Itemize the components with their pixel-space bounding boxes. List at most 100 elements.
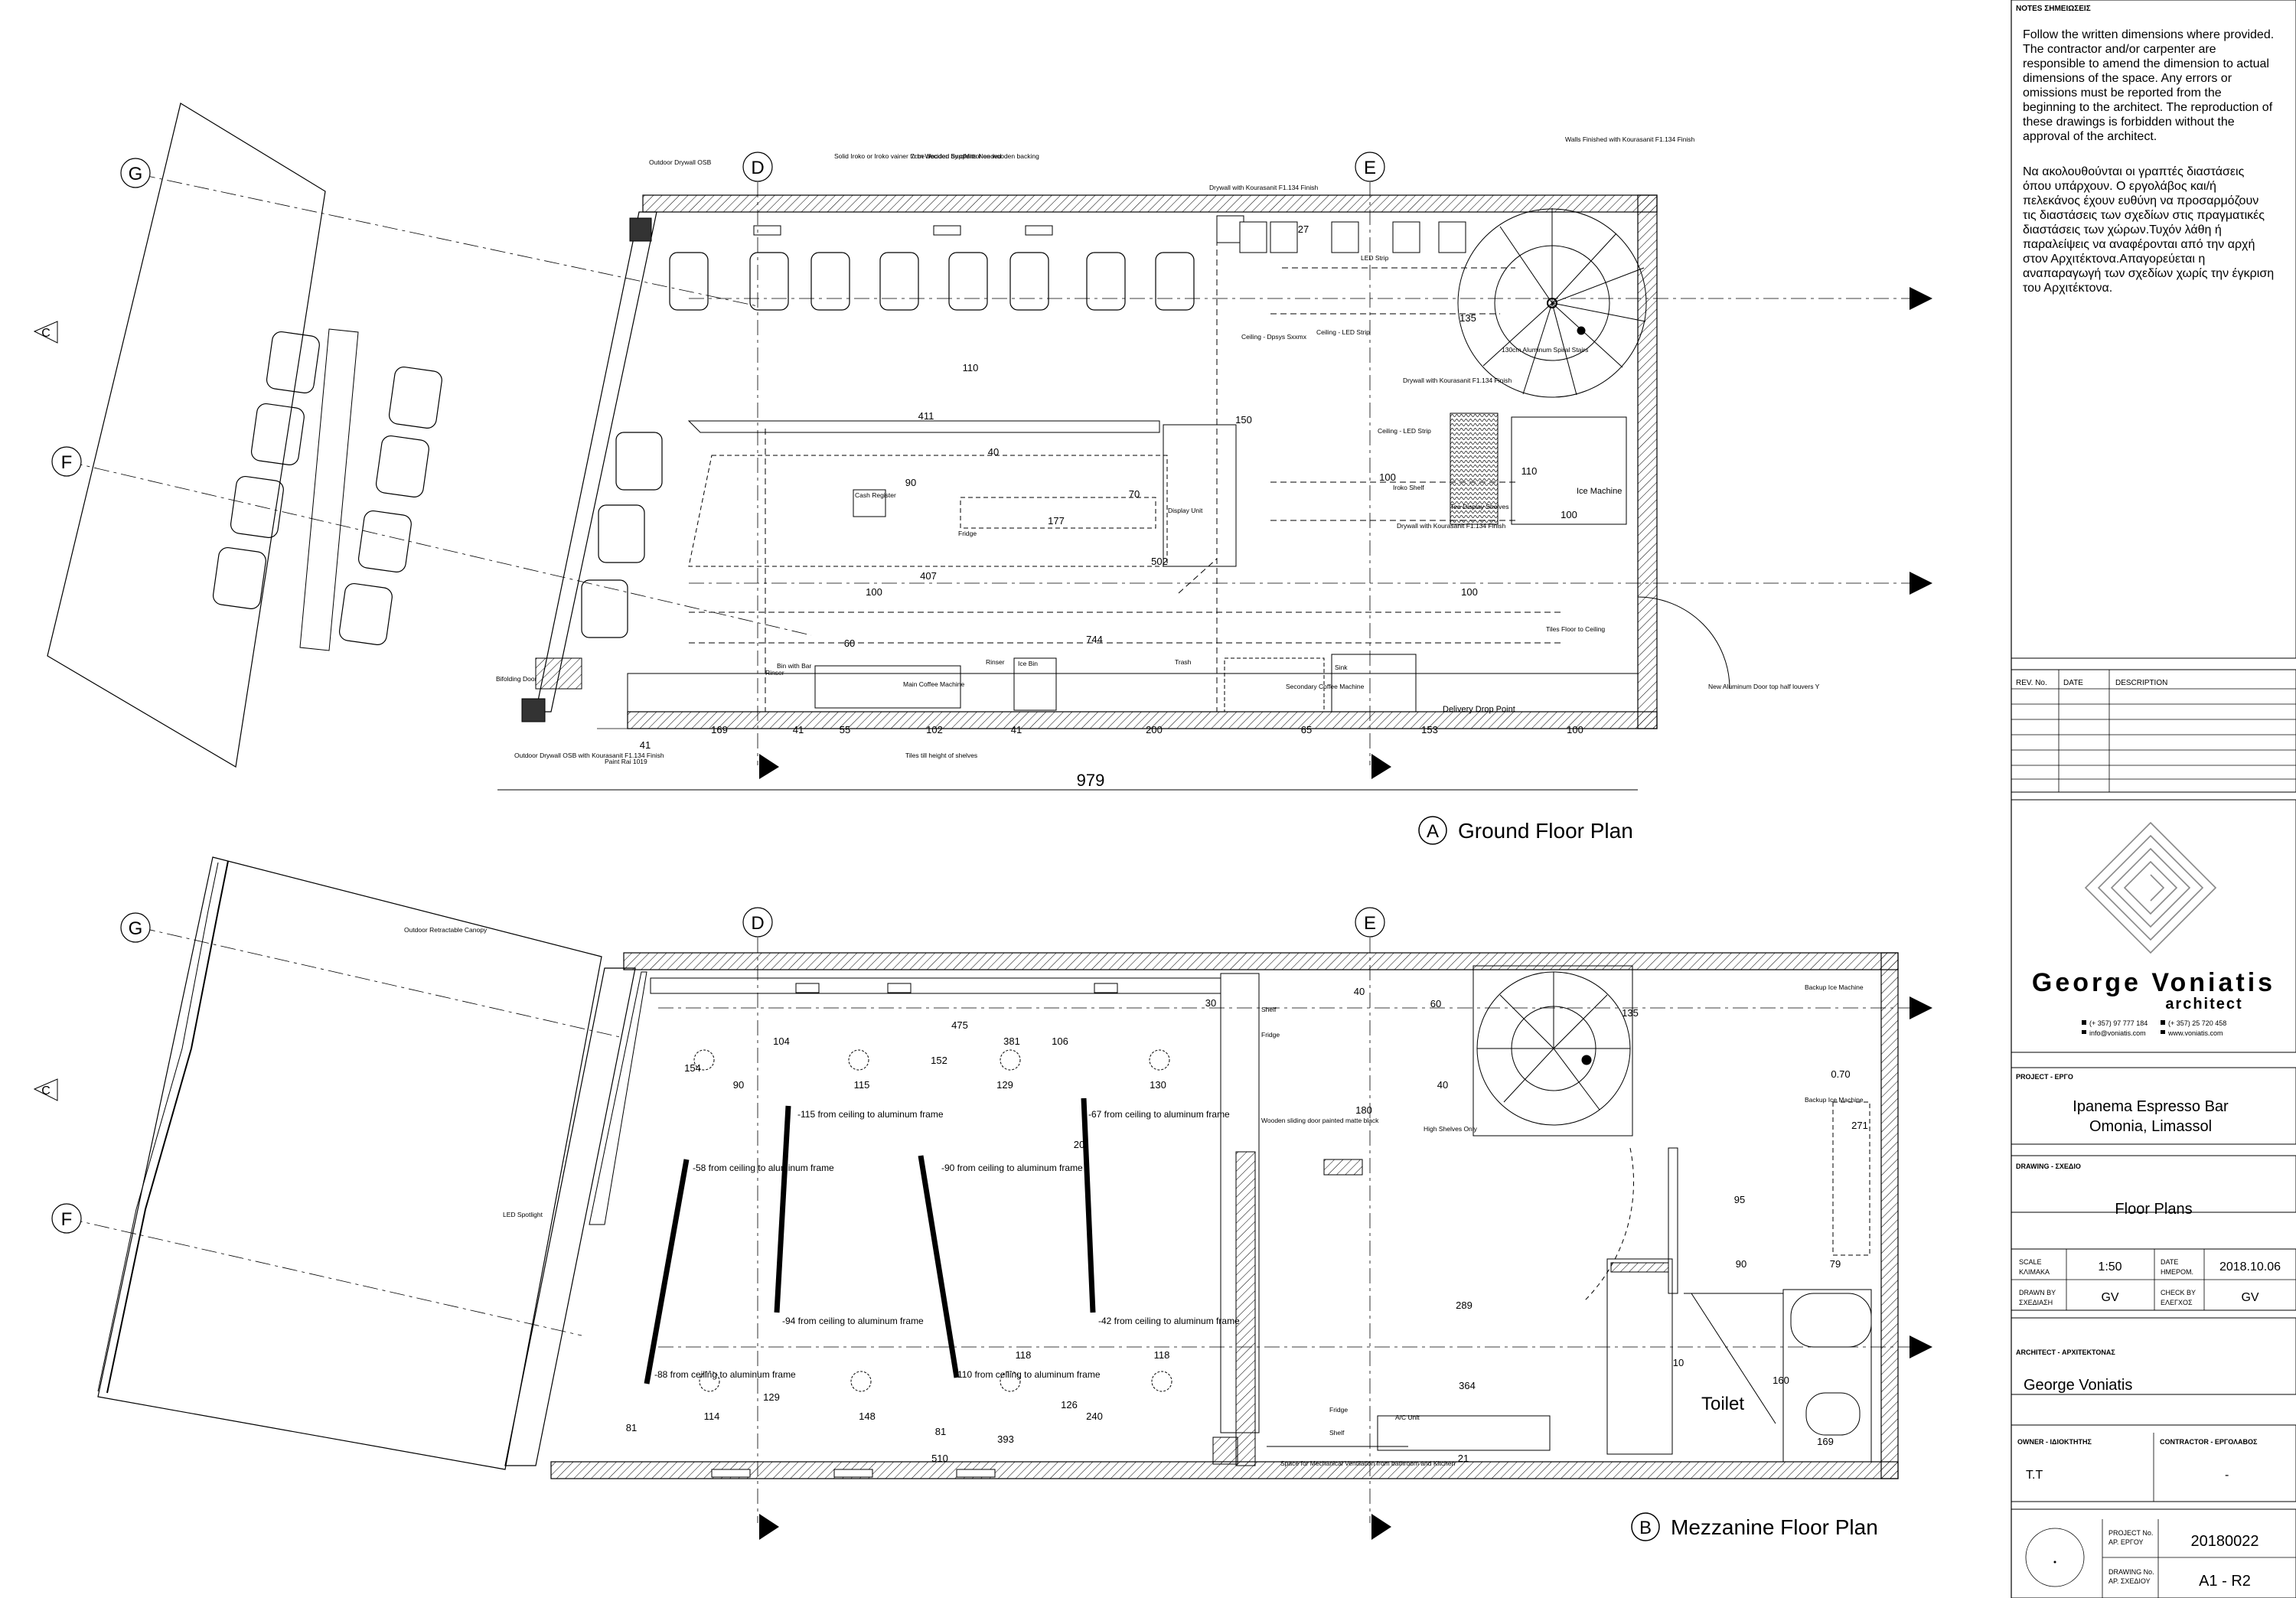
project-location: Omonia, Limassol (2089, 1118, 2212, 1135)
dimension: 20 (1074, 1139, 1084, 1150)
mezz-east-wall (1880, 952, 1899, 1479)
tag: Rinser (986, 658, 1005, 666)
terrace-chairs (212, 331, 442, 645)
dimension: 289 (1456, 1300, 1473, 1311)
grid-label: E (1364, 158, 1376, 178)
dimension: 90 (1736, 1258, 1746, 1270)
logo-phone: (+ 357) 25 720 458 (2168, 1019, 2226, 1027)
spotlights (693, 1049, 1172, 1392)
logo-phone: (+ 357) 97 777 184 (2089, 1019, 2148, 1027)
rev-col-header: REV. No. (2016, 679, 2047, 687)
dimension: 90 (905, 477, 916, 488)
section-arrow-icon (759, 1514, 779, 1540)
spiral-stairs (1457, 208, 1647, 398)
dimension: 102 (926, 724, 943, 735)
grid-bubble (742, 152, 773, 182)
mezz-dimensions: 475 381 104 152 106 90 115 129 130 154 2… (626, 986, 1868, 1464)
dimension: 90 (733, 1079, 744, 1091)
grid-bubble (51, 446, 82, 477)
mezz-frame-notes: -58 from ceiling to aluminum frame -115 … (654, 1109, 1240, 1380)
project-no-label: PROJECT No. (2108, 1529, 2153, 1537)
web-icon (2161, 1030, 2165, 1034)
note-gr-line: του Αρχιτέκτονα. (2023, 282, 2112, 295)
phone-icon (2161, 1020, 2165, 1025)
overall-dimension: 979 (1077, 771, 1105, 790)
ground-floor-plan: G F C D E 979 A Ground Floor Plan (33, 103, 1932, 845)
dimension: 475 (951, 1019, 968, 1031)
note-en-line: responsible to amend the dimension to ac… (2023, 57, 2269, 70)
tea-display-shelves (1450, 413, 1499, 525)
section-arrow-icon (1371, 1514, 1391, 1540)
owner-value: T.T (2026, 1469, 2043, 1482)
dimension: 100 (1461, 586, 1478, 598)
dimension: 130 (1150, 1079, 1166, 1091)
scale-label: SCALE (2019, 1258, 2042, 1266)
tag: A/C Unit (1395, 1414, 1420, 1421)
note-en-line: omissions must be reported from the (2023, 86, 2222, 99)
tag: Backup Ice Machine (1805, 983, 1864, 991)
dimension: 177 (1048, 515, 1065, 527)
logo-name: George Voniatis (2032, 968, 2275, 997)
dimension: 10 (1673, 1357, 1684, 1368)
dimension: 118 (1016, 1349, 1032, 1361)
dimension: 100 (1379, 471, 1396, 483)
grid-label: C (41, 327, 51, 340)
dimension: 115 (854, 1079, 870, 1091)
tag: Outdoor Drywall OSB (649, 158, 712, 166)
tag: Display Unit (1168, 507, 1203, 514)
dimension: 160 (1773, 1375, 1789, 1386)
north-wall (642, 194, 1658, 213)
tag: Mirror on wooden backing (964, 152, 1039, 160)
section-arrow-icon (1910, 1335, 1932, 1358)
dimension: 100 (1567, 724, 1583, 735)
email-icon (2082, 1030, 2086, 1034)
section-arrow-icon (759, 754, 779, 779)
section-arrow-icon (1910, 996, 1932, 1019)
dimension: 135 (1459, 312, 1476, 324)
phone-icon (2082, 1020, 2086, 1025)
tag: Outdoor Drywall OSB with Kourasanit F1.1… (514, 752, 664, 759)
tag: Outdoor Retractable Canopy (404, 926, 488, 934)
grid-label: G (129, 918, 143, 939)
dimension: 135 (1622, 1007, 1639, 1019)
drawing-title: Floor Plans (2115, 1201, 2192, 1218)
tag: Main Coffee Machine (903, 680, 964, 688)
tag: Walls Finished with Kourasanit F1.134 Fi… (1565, 135, 1695, 143)
grid-bubble (120, 158, 151, 188)
note-gr-line: Να ακολουθούνται οι γραπτές διαστάσεις (2023, 165, 2245, 178)
check-value: GV (2241, 1291, 2258, 1304)
meta-grid (2011, 1248, 2296, 1311)
dimension: 153 (1421, 724, 1438, 735)
tag: Tea Display Shelves (1450, 503, 1509, 510)
plan-marker: B (1639, 1518, 1652, 1538)
drawing-label: DRAWING - ΣΧΕΔΙΟ (2016, 1163, 2081, 1170)
tag: Delivery Drop Point (1443, 705, 1515, 714)
dimension: 407 (920, 570, 937, 582)
frame-note: -94 from ceiling to aluminum frame (782, 1316, 924, 1326)
tag: 130cm Aluminum Spiral Stairs (1502, 346, 1588, 354)
dimension: 40 (1437, 1079, 1448, 1091)
grid-bubble (1355, 907, 1385, 938)
grid-label: C (41, 1084, 51, 1097)
tag: Ceiling - Dpsys Sxxmx (1241, 333, 1307, 341)
tag: Trash (1175, 658, 1192, 666)
mezz-spiral-stairs (1473, 965, 1634, 1302)
plan-marker: A (1427, 821, 1439, 842)
mezz-north-wall (623, 952, 1899, 970)
date-label: DATE (2161, 1258, 2178, 1266)
notes-greek: Να ακολουθούνται οι γραπτές διαστάσεις ό… (2023, 165, 2274, 295)
tag: Tiles Floor to Ceiling (1546, 625, 1605, 633)
tag: Iroko Shelf (1393, 484, 1424, 491)
drawn-value: GV (2101, 1291, 2118, 1304)
south-wall (627, 711, 1658, 729)
tag: Drywall with Kourasanit F1.134 Finish (1403, 377, 1512, 384)
outdoor-terrace-outline (47, 103, 326, 768)
north-arrow-circle-icon (2025, 1528, 2085, 1587)
tag: Bifolding Door (496, 675, 537, 683)
tag: Bin with Bar (777, 662, 812, 670)
dimension: 393 (997, 1433, 1014, 1445)
note-en-line: these drawings is forbidden without the (2023, 116, 2235, 129)
tag: LED Strip (1361, 254, 1389, 262)
dimension: 30 (1205, 997, 1216, 1009)
dimension: 169 (1817, 1436, 1834, 1447)
